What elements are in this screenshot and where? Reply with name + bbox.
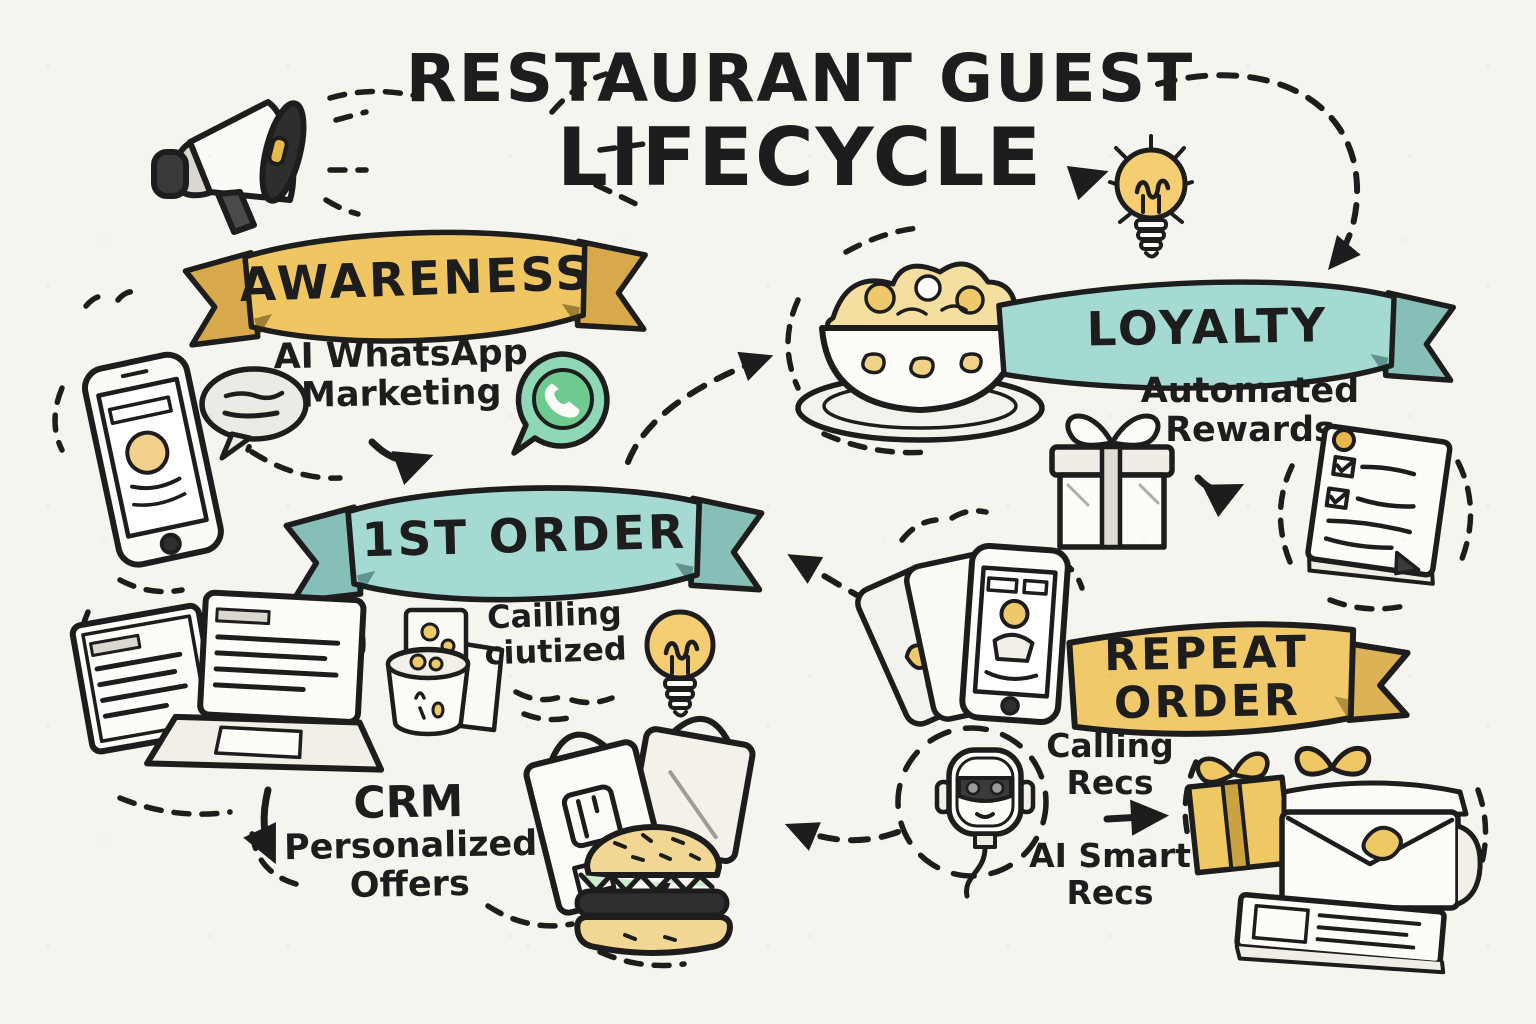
ai-smart-recs-caption: AI Smart Recs bbox=[1015, 836, 1205, 912]
crm-title: CRM bbox=[352, 776, 464, 829]
megaphone-icon bbox=[151, 99, 307, 235]
calling-recs-line1: Calling bbox=[1046, 726, 1174, 765]
loyalty-caption: Automated Rewards bbox=[1130, 371, 1370, 451]
smartphone-icon bbox=[81, 351, 224, 568]
arrow-repeat-to-burger bbox=[784, 822, 901, 851]
ribbon-graphic bbox=[1066, 621, 1411, 737]
gift-box-icon bbox=[1049, 413, 1175, 550]
repeat-order-line2: ORDER bbox=[1113, 674, 1302, 730]
crm-line1: Personalized bbox=[283, 824, 538, 869]
crm-caption: CRM Personalized Offers bbox=[283, 776, 538, 908]
loyalty-caption-line2: Rewards bbox=[1165, 410, 1335, 451]
awareness-banner-label: AWARENESS bbox=[238, 245, 594, 313]
whatsapp-icon bbox=[511, 351, 610, 456]
title-line-1: RESTAURANT GUEST bbox=[405, 40, 1195, 117]
robot-assistant-icon bbox=[934, 747, 1036, 899]
burger-icon bbox=[574, 824, 733, 956]
arrow-awareness bbox=[368, 438, 434, 485]
loyalty-banner: LOYALTY bbox=[984, 268, 1471, 394]
checklist-icon bbox=[1305, 423, 1453, 586]
calling-recs-line2: Recs bbox=[1066, 762, 1154, 802]
shopping-bag-icon bbox=[523, 715, 756, 956]
calling-recs-caption: Calling Recs bbox=[1025, 726, 1195, 802]
first-order-banner: 1ST ORDER bbox=[270, 471, 778, 608]
crm-line2: Offers bbox=[349, 864, 471, 907]
ribbon-graphic bbox=[996, 279, 1456, 392]
ribbon-graphic bbox=[182, 229, 648, 348]
title-line-2: LIFECYCLE bbox=[556, 111, 1044, 204]
ai-smart-recs-line2: Recs bbox=[1066, 872, 1154, 912]
arrow-rewards bbox=[1194, 474, 1245, 518]
phone-stack-icon bbox=[855, 543, 1071, 727]
laptop-icon bbox=[69, 589, 385, 773]
lightbulb-icon bbox=[644, 609, 716, 718]
gift-parcels-envelope-icon bbox=[1185, 746, 1483, 975]
loyalty-caption-line1: Automated bbox=[1140, 371, 1360, 411]
repeat-order-banner: REPEAT ORDER bbox=[1051, 605, 1418, 751]
lightbulb-icon bbox=[1108, 134, 1194, 259]
noodle-bowl-icon bbox=[795, 261, 1045, 443]
arrow-first-order-to-loyalty bbox=[625, 351, 774, 465]
page-title-line2: LIFECYCLE bbox=[400, 118, 1200, 198]
awareness-banner: AWARENESS bbox=[174, 214, 658, 353]
speech-bubble-icon bbox=[199, 366, 309, 461]
ai-smart-recs-line1: AI Smart bbox=[1029, 836, 1191, 875]
arrow-calling-recs bbox=[1103, 799, 1170, 836]
repeat-order-line1: REPEAT bbox=[1103, 627, 1310, 682]
page-title: RESTAURANT GUEST bbox=[400, 46, 1200, 112]
ribbon-graphic bbox=[283, 485, 765, 605]
takeout-food-icon bbox=[385, 607, 505, 737]
